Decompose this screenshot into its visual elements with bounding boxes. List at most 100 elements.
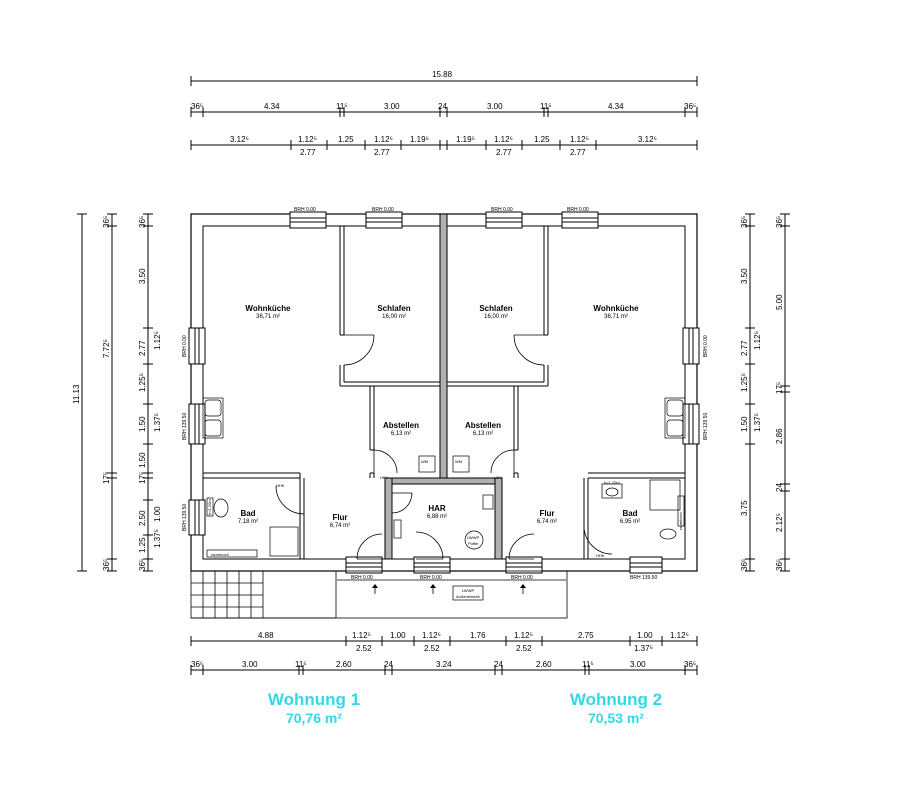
dim-bot-2-5: 3.24	[436, 660, 452, 669]
dim-left-o-4: 1.50	[138, 416, 147, 432]
unit-2-name: Wohnung 2	[569, 690, 663, 709]
dim-right-1-6: 36⁵	[740, 559, 749, 571]
brh-left-2: BRH 139.50	[182, 504, 188, 531]
dim-right-i-0: 1.12⁵	[753, 331, 762, 350]
dim-left-mid: 7.72⁵	[102, 339, 111, 358]
stairs	[190, 570, 568, 619]
dim-right-2-6: 36⁵	[775, 559, 784, 571]
dim-bot-1-3: 1.12⁵	[422, 631, 441, 640]
dim-bot-2-0: 36⁵	[191, 660, 203, 669]
dim-bot-1-4: 1.76	[470, 631, 486, 640]
dim-left-o-6: 17⁵	[138, 472, 147, 484]
dim-left-mid-bot: 36⁵	[102, 559, 111, 571]
dim-right-2-1: 5.00	[775, 294, 784, 310]
dim-top-1-5: 3.00	[487, 102, 503, 111]
dim-bot-2-4: 24	[384, 660, 393, 669]
dim-bot-2-7: 2.60	[536, 660, 552, 669]
washer-left	[418, 455, 436, 473]
dim-right-2-3: 2.86	[775, 428, 784, 444]
dim-bot-1-1: 1.12⁵	[352, 631, 371, 640]
unit-1-area: 70,76 m²	[285, 710, 343, 726]
dim-top-sub-1: 2.77	[374, 148, 390, 157]
dim-left-mid-top: 36⁵	[102, 216, 111, 228]
dim-left-mid-17: 17⁵	[102, 472, 111, 484]
wm-label-1: WM	[421, 459, 428, 464]
room-flur-1-area: 6,74 m²	[330, 523, 350, 529]
dim-top-1-0: 36⁵	[191, 102, 203, 111]
room-har-area: 6,88 m²	[427, 514, 447, 520]
dim-top-2-9: 3.12⁵	[638, 135, 657, 144]
lwwp-outdoor-sub-label: Außeneinheit	[456, 594, 480, 599]
dim-top-1-4: 24	[438, 102, 447, 111]
dim-left-i-2: 1.00	[153, 506, 162, 522]
dim-top-2-3: 1.12⁵	[374, 135, 393, 144]
dim-top-2-7: 1.25	[534, 135, 550, 144]
wm-label-2: WM	[455, 459, 462, 464]
dim-bot-2-2: 11⁵	[295, 660, 307, 669]
dim-bot-2-1: 3.00	[242, 660, 258, 669]
dim-top-1-6: 11⁵	[540, 102, 552, 111]
dim-right-2-0: 36⁵	[775, 216, 784, 228]
dim-bot-1-5: 1.12⁵	[514, 631, 533, 640]
dim-top-2-6: 1.12⁵	[494, 135, 513, 144]
dim-top-1-2: 11⁵	[336, 102, 348, 111]
doors	[275, 334, 613, 560]
dim-top-1-7: 4.34	[608, 102, 624, 111]
dim-right-1-3: 1.25⁵	[740, 373, 749, 392]
hhk-label-1: HHK	[276, 483, 285, 488]
dim-left-i-0: 1.12⁵	[153, 331, 162, 350]
dim-top-2-8: 1.12⁵	[570, 135, 589, 144]
room-wohnkueche-2-area: 36,71 m²	[604, 314, 628, 320]
room-bad-2-area: 6,95 m²	[620, 519, 640, 525]
dim-top-2-0: 3.12⁵	[230, 135, 249, 144]
dim-right-1-0: 36⁵	[740, 216, 749, 228]
brh-right-0: BRH 0.00	[703, 335, 709, 357]
shower-left	[269, 526, 299, 557]
hkv-label-1: HKV	[380, 475, 389, 480]
entry-arrows	[372, 584, 526, 594]
dim-left-overall: 11.13	[72, 384, 81, 404]
room-wohnkueche-2: Wohnküche	[593, 304, 639, 313]
lwwp-outdoor-label: LWWP	[462, 588, 474, 593]
dim-bot-1-6: 2.75	[578, 631, 594, 640]
dim-bot-1-7: 1.00	[637, 631, 653, 640]
room-abstellen-1-area: 6,13 m²	[391, 431, 411, 437]
dim-top-sub-2: 2.77	[496, 148, 512, 157]
brh-right-1: BRH 139.50	[703, 413, 709, 440]
brh-top-0: BRH 0.00	[294, 207, 316, 213]
dim-bot-2-6: 24	[494, 660, 503, 669]
brh-top-1: BRH 0.00	[372, 207, 394, 213]
room-bad-1-area: 7,18 m²	[238, 519, 258, 525]
dim-bot-sub-3: 1.37⁵	[634, 644, 653, 653]
dim-left-o-1: 3.50	[138, 268, 147, 284]
dim-top-1-1: 4.34	[264, 102, 280, 111]
dim-left-o-3: 1.25⁵	[138, 373, 147, 392]
unit-1-title: Wohnung 1 70,76 m²	[214, 690, 414, 727]
dim-left-o-0: 36⁵	[138, 216, 147, 228]
dim-top-2-2: 1.25	[338, 135, 354, 144]
dim-right-2-5: 2.12⁵	[775, 513, 784, 532]
hhk-label-2: HHK	[596, 553, 605, 558]
dim-bot-2-3: 2.60	[336, 660, 352, 669]
room-abstellen-2: Abstellen	[465, 421, 501, 430]
lwwp-sub-label: Puffer	[468, 541, 479, 546]
dim-bot-sub-1: 2.52	[424, 644, 440, 653]
dim-left-o-8: 1.25	[138, 537, 147, 553]
room-schlafen-2-area: 16,00 m²	[484, 314, 508, 320]
dim-bot-2-8: 11⁵	[582, 660, 594, 669]
brh-bottom-0: BRH 0.00	[351, 575, 373, 581]
dim-bot-2-10: 36⁵	[684, 660, 696, 669]
dim-top-sub-3: 2.77	[570, 148, 586, 157]
dim-top-2-4: 1.19⁵	[410, 135, 429, 144]
dim-right-i-1: 1.37⁵	[753, 413, 762, 432]
raumhoch-label-1: raumhoch	[211, 552, 229, 557]
dim-right-1-2: 2.77	[740, 340, 749, 356]
room-schlafen-2: Schlafen	[479, 304, 512, 313]
room-abstellen-1: Abstellen	[383, 421, 419, 430]
dim-bot-1-2: 1.00	[390, 631, 406, 640]
dim-bot-2-9: 3.00	[630, 660, 646, 669]
dim-bot-sub-2: 2.52	[516, 644, 532, 653]
brh-bottom-2: BRH 0.00	[511, 575, 533, 581]
dim-overall: 15.88	[432, 70, 453, 79]
